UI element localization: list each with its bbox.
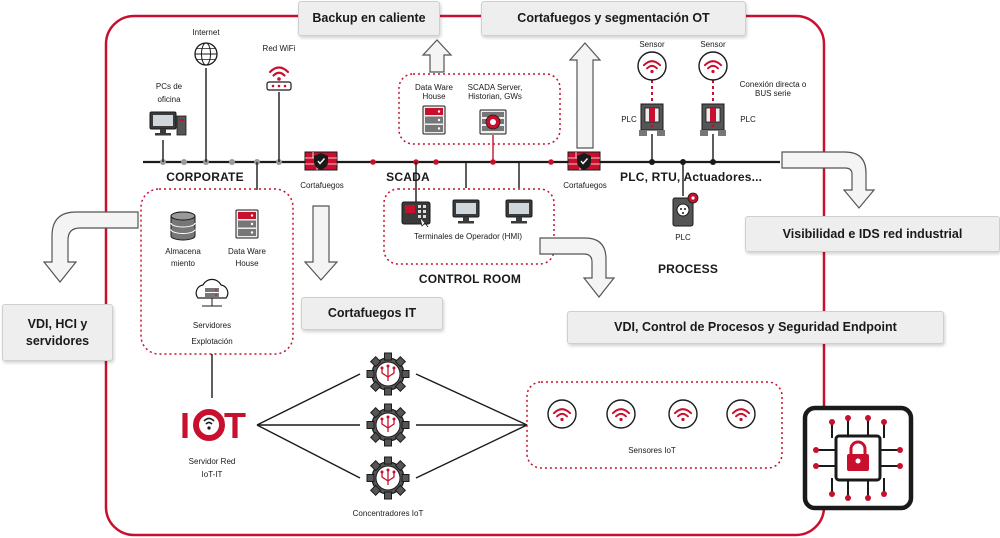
label-storage: Almacena miento xyxy=(165,247,201,268)
label-servers: Servidores Explotación xyxy=(191,321,233,346)
network-boundary xyxy=(104,14,826,537)
iot-concentrator-links xyxy=(256,373,528,479)
corporate-bus-nodes xyxy=(160,159,282,165)
firewall-icon xyxy=(304,151,338,171)
cloud-server-icon xyxy=(195,278,229,307)
server-rack-icon xyxy=(422,105,446,135)
server-rack-icon xyxy=(235,209,259,239)
firewall-icon xyxy=(567,151,601,171)
label-scada-server: SCADA Server, Historian, GWs xyxy=(467,83,523,102)
scada-group xyxy=(398,73,561,145)
iot-gear-icon xyxy=(366,352,410,396)
arrow-vdi-process xyxy=(539,237,616,298)
label-firewall-2: Cortafuegos xyxy=(563,181,607,190)
label-wifi: Red WiFi xyxy=(262,44,296,53)
chip-lock-icon xyxy=(802,405,914,511)
it-firewall-box: Cortafuegos IT xyxy=(301,297,443,330)
monitor-icon xyxy=(505,199,533,224)
plc-icon xyxy=(672,192,699,227)
label-plc-2: PLC xyxy=(740,115,756,124)
label-sensor-1: Sensor xyxy=(639,40,665,49)
arrow-visibility xyxy=(781,151,876,209)
label-plc-3: PLC xyxy=(675,233,691,242)
arrow-up-ot xyxy=(568,42,602,149)
vdi-process-box: VDI, Control de Procesos y Seguridad End… xyxy=(567,311,944,344)
flow-arrows xyxy=(42,39,876,298)
zone-control-room: CONTROL ROOM xyxy=(418,272,522,286)
svg-text:T: T xyxy=(224,405,246,446)
control-room-group xyxy=(383,188,555,265)
label-dwh-corp: Data Ware House xyxy=(228,247,266,268)
label-iot-sensors: Sensores IoT xyxy=(628,446,676,455)
label-plc-1: PLC xyxy=(621,115,637,124)
globe-icon xyxy=(194,42,218,66)
server-rack-icon xyxy=(479,109,507,135)
zone-scada: SCADA xyxy=(386,170,430,184)
wifi-sensor-icon xyxy=(669,400,697,428)
zone-plc-rtu: PLC, RTU, Actuadores... xyxy=(620,170,763,184)
vdi-hci-box: VDI, HCI y servidores xyxy=(2,304,113,361)
arrow-down-it xyxy=(303,205,339,281)
label-firewall-1: Cortafuegos xyxy=(300,181,344,190)
backup-box: Backup en caliente xyxy=(298,1,440,36)
arrow-up-backup xyxy=(421,39,453,73)
hmi-terminal-icon xyxy=(401,201,431,228)
label-concentrators: Concentradores IoT xyxy=(352,509,424,518)
visibility-box: Visibilidad e IDS red industrial xyxy=(745,216,1000,252)
label-dwh-scada: Data Ware House xyxy=(415,83,453,102)
arrow-vdi-hci xyxy=(42,211,139,283)
label-pcs: PCs de oficina xyxy=(155,82,183,104)
plc-icon xyxy=(699,103,727,137)
label-direct-connection: Conexión directa o BUS serie xyxy=(739,80,807,99)
pc-icon xyxy=(149,111,187,136)
ot-firewall-box: Cortafuegos y segmentación OT xyxy=(481,1,746,36)
label-hmi: Terminales de Operador (HMI) xyxy=(413,232,523,241)
iot-gear-icon xyxy=(366,403,410,447)
wifi-sensor-icon xyxy=(607,400,635,428)
wifi-router-icon xyxy=(266,66,292,91)
label-iot-server: Servidor Red IoT-IT xyxy=(188,457,236,479)
iot-sensors-group xyxy=(526,381,783,469)
zone-process: PROCESS xyxy=(657,262,719,276)
sensor-icon xyxy=(699,52,727,80)
wifi-sensor-icon xyxy=(727,400,755,428)
zone-corporate: CORPORATE xyxy=(166,170,244,184)
monitor-icon xyxy=(452,199,480,224)
iot-logo: I T xyxy=(180,405,246,446)
iot-gear-icon xyxy=(366,456,410,500)
label-sensor-2: Sensor xyxy=(700,40,726,49)
database-icon xyxy=(170,211,196,241)
label-internet: Internet xyxy=(192,28,220,37)
sensor-icon xyxy=(638,52,666,80)
wifi-sensor-icon xyxy=(548,400,576,428)
svg-text:I: I xyxy=(180,405,190,446)
